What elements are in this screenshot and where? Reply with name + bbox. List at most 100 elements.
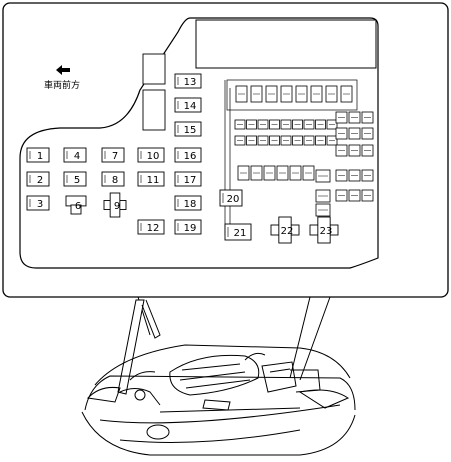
fuse-slot	[335, 169, 348, 182]
fuse-slot	[361, 111, 374, 124]
fuse-slot	[280, 119, 292, 130]
inner-frame-top	[226, 79, 358, 111]
fuse-9: 9	[103, 192, 127, 218]
fuse-4: 4	[63, 147, 87, 163]
fuse-label-1: 1	[37, 151, 43, 162]
fuse-slot	[289, 165, 302, 181]
relay-block-a	[142, 53, 166, 85]
fuse-slot	[280, 135, 292, 146]
fuse-19: 19	[174, 219, 202, 235]
fuse-slot	[310, 85, 323, 103]
fuse-8: 8	[101, 171, 125, 187]
fuse-14: 14	[174, 97, 202, 113]
fuse-label-22: 22	[281, 226, 294, 237]
car-engine-bay-illustration	[81, 299, 356, 456]
fuse-slot	[246, 135, 257, 146]
right-fuse-grid	[315, 111, 374, 217]
fuse-slot	[348, 169, 361, 182]
fuse-label-20: 20	[227, 194, 240, 205]
fuse-label-14: 14	[184, 101, 197, 112]
fuse-6: 6	[65, 195, 87, 215]
fuse-label-2: 2	[37, 175, 43, 186]
fuse-slot	[292, 135, 303, 146]
fuse-21: 21	[224, 223, 252, 241]
fuse-12: 12	[137, 219, 165, 235]
fuse-slot	[303, 119, 315, 130]
fuse-label-19: 19	[184, 223, 197, 234]
fuse-slot	[335, 144, 348, 157]
fuse-label-13: 13	[184, 77, 197, 88]
fuse-slot	[269, 119, 280, 130]
fuse-slot	[234, 119, 246, 130]
mid-fuse-rows	[234, 119, 338, 181]
fuse-slot	[235, 85, 248, 103]
fuse-slot	[257, 119, 269, 130]
fuse-label-5: 5	[74, 175, 80, 186]
fuse-slot	[269, 135, 280, 146]
fuse-slot	[348, 111, 361, 124]
fuse-label-9: 9	[114, 201, 120, 212]
fuse-1: 1	[26, 147, 50, 163]
fuse-label-4: 4	[74, 151, 80, 162]
fuse-slot	[361, 169, 374, 182]
fuse-label-7: 7	[112, 151, 118, 162]
fuse-label-6: 6	[75, 201, 81, 212]
fuse-slot	[335, 189, 348, 202]
fuse-slot	[295, 85, 308, 103]
fuse-22: 22	[270, 216, 300, 244]
fuse-7: 7	[101, 147, 125, 163]
fuse-16: 16	[174, 147, 202, 163]
direction-label: 車両前方	[44, 79, 80, 91]
fuse-23: 23	[309, 216, 339, 244]
fuse-label-23: 23	[320, 226, 333, 237]
leader-line-right-2	[289, 296, 311, 379]
direction-arrow-icon	[56, 65, 70, 75]
fuse-slot	[237, 165, 250, 181]
fuse-10: 10	[137, 147, 165, 163]
fuse-slot	[246, 119, 257, 130]
fuse-3: 3	[26, 195, 50, 211]
fuse-label-15: 15	[184, 125, 197, 136]
fuse-label-10: 10	[147, 151, 160, 162]
fuse-label-16: 16	[184, 151, 197, 162]
fuse-slot	[325, 85, 338, 103]
fuse-slot	[292, 119, 303, 130]
fuse-11: 11	[137, 171, 165, 187]
fuse-2: 2	[26, 171, 50, 187]
fuse-slot	[335, 111, 348, 124]
fuse-slot	[276, 165, 289, 181]
fuse-slot	[348, 144, 361, 157]
fuse-label-12: 12	[147, 223, 160, 234]
fuse-slot	[315, 135, 326, 146]
fuse-slot	[315, 203, 331, 217]
fuse-15: 15	[174, 121, 202, 137]
fuse-slot	[340, 85, 353, 103]
fuse-18: 18	[174, 195, 202, 211]
fuse-slot	[326, 119, 338, 130]
fuse-slot	[335, 127, 348, 140]
fuse-slot	[315, 169, 331, 183]
fuse-slot	[234, 135, 246, 146]
fuse-slot	[250, 165, 263, 181]
upper-fuse-row	[235, 85, 353, 103]
fuse-slot	[303, 135, 315, 146]
fuse-slot	[348, 189, 361, 202]
fuse-slot	[361, 127, 374, 140]
fuse-label-11: 11	[147, 175, 160, 186]
fuse-13: 13	[174, 73, 202, 89]
fuse-slot	[361, 189, 374, 202]
fuse-label-3: 3	[37, 199, 43, 210]
relay-block-b	[142, 89, 166, 131]
fuse-slot	[348, 127, 361, 140]
fuse-slot	[302, 165, 315, 181]
fuse-label-18: 18	[184, 199, 197, 210]
fuse-slot	[257, 135, 269, 146]
fuse-slot	[361, 144, 374, 157]
fuse-slot	[280, 85, 293, 103]
fuse-17: 17	[174, 171, 202, 187]
fuse-5: 5	[63, 171, 87, 187]
top-relay-block	[195, 19, 377, 69]
